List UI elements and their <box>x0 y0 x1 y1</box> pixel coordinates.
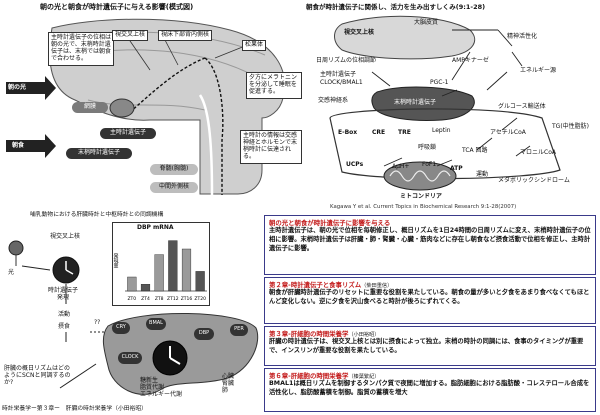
label-acetyl: アセチルCoA <box>490 130 526 137</box>
dbp-bar <box>182 249 191 291</box>
brain-illustration <box>0 0 300 205</box>
label-malonyl: マロニルCoA <box>520 150 556 157</box>
label-respiration: 呼吸鎖 <box>418 145 436 152</box>
section-2: 第２章-時計遺伝子と食事リズム（柴田重信） 朝食が肝臓時計遺伝子のリセットに重要… <box>264 277 596 324</box>
section-2-body: 朝食が肝臓時計遺伝子のリセットに重要な役割を果たしている。朝食の量が多いと夕食を… <box>269 289 591 307</box>
label-question: ?? <box>94 320 100 327</box>
section-1-body: 主時計遺伝子は、朝の光で位相を毎朝修正し、概日リズムを1日24時間の日周リズムに… <box>269 227 591 254</box>
label-light3: 光 <box>8 270 14 277</box>
label-liver-list: 糖新生 脂質代謝 エネルギー代謝 <box>140 378 182 399</box>
label-scn: 視交叉上核 <box>50 234 80 241</box>
panel-metabolism-diagram: 朝食が時計遺伝子に関係し、活力を生み出すしくみ(9:1-28) 視交叉上核 大脳… <box>302 0 600 205</box>
gene-icon-cry: CRY <box>112 322 130 334</box>
input-breakfast-label: 朝食 <box>12 143 24 150</box>
source-citation: Kagawa Y et al. Current Topics in Bioche… <box>330 205 516 211</box>
label-main-clock: 主時計遺伝子 <box>320 72 356 79</box>
dbp-tick-label: ZT16 <box>181 296 193 302</box>
label-peripheral-clock: 末梢時計遺伝子 <box>66 148 132 159</box>
label-clock-bmal: CLOCK/BMAL1 <box>320 80 363 87</box>
dbp-tick-label: ZT8 <box>155 296 164 302</box>
label-vitality: 精神活性化 <box>507 34 537 41</box>
label-optic-chiasm: 視交叉上核 <box>112 30 148 41</box>
label-food: 摂食 <box>58 324 70 331</box>
label-tg: TG(中性脂肪) <box>552 124 589 131</box>
dbp-bar <box>155 255 164 291</box>
label-leptin: Leptin <box>432 128 451 135</box>
panel-brain-diagram: 朝の光と朝食が時計遺伝子に与える影響(模式図) 主時計遺伝子の位相は朝の光で、末… <box>0 0 300 205</box>
label-retina: 網膜 <box>72 102 108 113</box>
section-3: 第３章-肝細胞の時間栄養学（小田裕昭） 肝臓の時計遺伝子は、視交叉上核とは別に摂… <box>264 326 596 366</box>
gene-icon-bmal: BMAL <box>146 318 166 330</box>
label-cerebrum: 大脳皮質 <box>414 20 438 27</box>
dbp-tick-label: ZT20 <box>194 296 206 302</box>
label-organs: 心臓 腎臓 肺 <box>222 374 234 395</box>
label-mito: ミトコンドリア <box>400 194 442 201</box>
section-1: 朝の光と朝食が時計遺伝子に影響を与える 主時計遺伝子は、朝の光で位相を毎朝修正し… <box>264 215 596 275</box>
label-tca: TCA 回路 <box>462 148 488 155</box>
dbp-tick-label: ZT0 <box>127 296 136 302</box>
section-4: 第６章-肝細胞の時間栄養学（榛葉繁紀） BMAL1は概日リズムを制御するタンパク… <box>264 368 596 412</box>
label-brainstem: 脊髄(胸髄) <box>150 164 198 175</box>
label-liver-q: 肝臓の概日リズムはどのようにSCNと同調するのか? <box>4 366 74 387</box>
section-3-title: 第３章-肝細胞の時間栄養学（小田裕昭） <box>269 329 591 338</box>
callout-left: 主時計遺伝子の位相は朝の光で、末梢時計遺伝子は、末梢では朝食で合わせる。 <box>48 32 114 66</box>
dbp-bar <box>196 271 205 291</box>
label-activity: 活動 <box>58 312 70 319</box>
callout-melatonin: 夕方にメラトニンを分泌して睡眠を促進する。 <box>246 72 302 99</box>
section-2-title: 第２章-時計遺伝子と食事リズム（柴田重信） <box>269 280 591 289</box>
section-3-body: 肝臓の時計遺伝子は、視交叉上核とは別に摂食によって独立。末梢の時計の同調には、食… <box>269 338 591 356</box>
callout-master: 主時計の情報は交感神経とホルモンで末梢時計に伝達される。 <box>240 130 302 164</box>
gene-icon-dbp: DBP <box>194 328 214 340</box>
label-hypothalamus: 視床下部背内側核 <box>158 30 212 41</box>
label-sympathetic2: 交感神経系 <box>318 98 348 105</box>
label-pgc: PGC-1 <box>430 80 448 87</box>
chart-ylabel: 発現量 <box>112 253 118 268</box>
input-light-label: 朝の光 <box>8 85 26 92</box>
label-atp: ATP <box>450 166 463 173</box>
dbp-tick-label: ZT4 <box>141 296 150 302</box>
dbp-bar <box>168 241 177 291</box>
label-ampk: AMPキナーゼ <box>452 58 489 65</box>
label-clock-gene: 時計遺伝子 発現 <box>48 288 78 302</box>
panel3-footer: 時計栄養学ー第３章ー 肝臓の時計栄養学（小田裕昭） <box>2 406 147 412</box>
panel-liver-diagram: 哺乳動物における肝臓時計と中枢時計との同調機構 視交叉上核 光 時計遺伝子 発現… <box>0 208 262 415</box>
label-ebox: E-Box <box>338 130 357 137</box>
gene-icon-clock: CLOCK <box>118 352 142 364</box>
label-dmu: ΔμH+ <box>392 164 409 171</box>
label-glucose: グルコース輸送体 <box>498 104 546 111</box>
label-master-clock: 主時計遺伝子 <box>100 128 156 139</box>
label-ucps: UCPs <box>346 162 363 169</box>
label-cre: CRE <box>372 130 385 137</box>
section-1-title: 朝の光と朝食が時計遺伝子に影響を与える <box>269 218 591 227</box>
label-metabolic: メタボリックシンドローム <box>498 178 570 185</box>
dbp-bar <box>141 284 150 291</box>
dbp-tick-label: ZT12 <box>167 296 179 302</box>
dbp-bar <box>127 277 136 291</box>
chart-title: DBP mRNA <box>137 225 174 232</box>
label-peripheral2: 末梢時計遺伝子 <box>394 100 436 107</box>
label-daily: 日周リズムの位相調節 <box>316 58 376 65</box>
section-4-title: 第６章-肝細胞の時間栄養学（榛葉繁紀） <box>269 371 591 380</box>
label-optic: 視交叉上核 <box>344 30 374 37</box>
label-fof1: FoF1 <box>422 162 436 169</box>
gene-icon-per: PER <box>230 324 248 336</box>
section-4-body: BMAL1は概日リズムを制御するタンパク質で夜間に増加する。脂肪細胞における脂肪… <box>269 380 591 398</box>
label-exercise: 運動 <box>476 172 488 179</box>
label-sympathetic: 中間外側核 <box>150 182 198 193</box>
label-pineal: 松果体 <box>242 40 266 51</box>
label-tre: TRE <box>398 130 411 137</box>
label-energy: エネルギー源 <box>520 68 556 75</box>
